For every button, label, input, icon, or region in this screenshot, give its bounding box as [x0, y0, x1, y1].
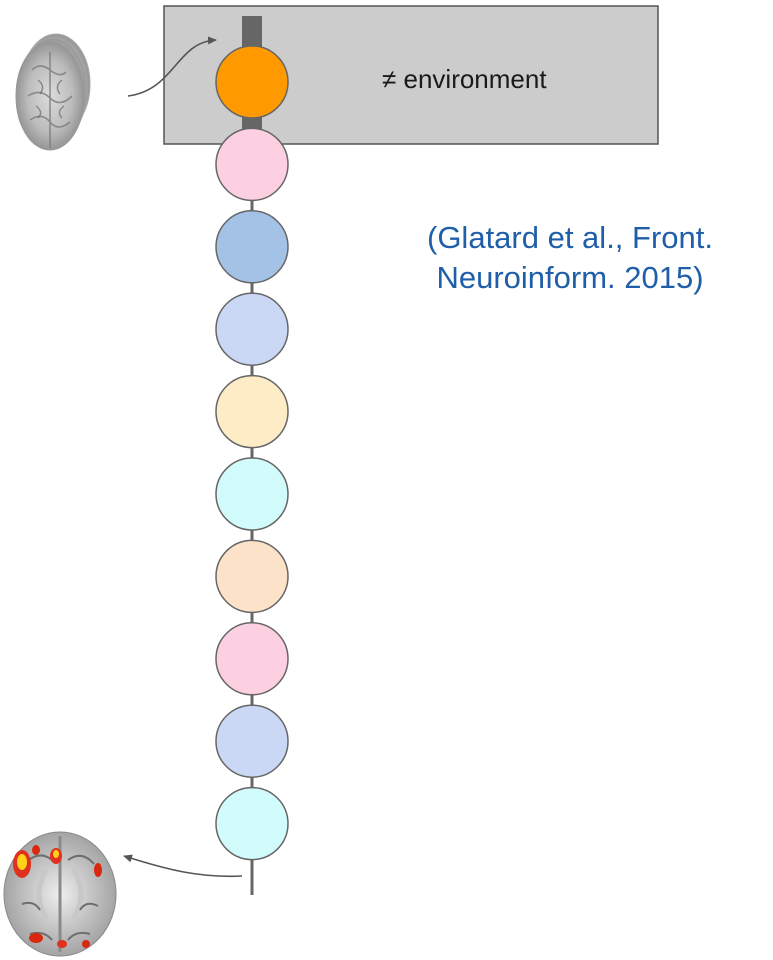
pipeline-node — [215, 292, 289, 366]
pipeline-node — [215, 374, 289, 449]
pipeline-node — [215, 457, 289, 531]
citation-line-2: Neuroinform. 2015) — [436, 260, 704, 295]
brain-activation-map-icon — [3, 831, 117, 957]
brain-scan-stack-icon — [15, 33, 91, 151]
input-arrow — [127, 36, 217, 97]
citation-line-1: (Glatard et al., Front. — [427, 220, 713, 255]
pipeline-node — [215, 704, 289, 778]
pipeline-node — [215, 786, 289, 861]
citation: (Glatard et al., Front. Neuroinform. 201… — [370, 218, 770, 298]
pipeline-node — [215, 210, 289, 284]
environment-label: ≠ environment — [382, 64, 547, 94]
pipeline-node — [215, 539, 289, 614]
pipeline-node-highlighted — [215, 45, 289, 119]
pipeline-node — [215, 622, 289, 696]
pipeline-node — [215, 127, 289, 202]
output-arrow — [123, 854, 243, 878]
